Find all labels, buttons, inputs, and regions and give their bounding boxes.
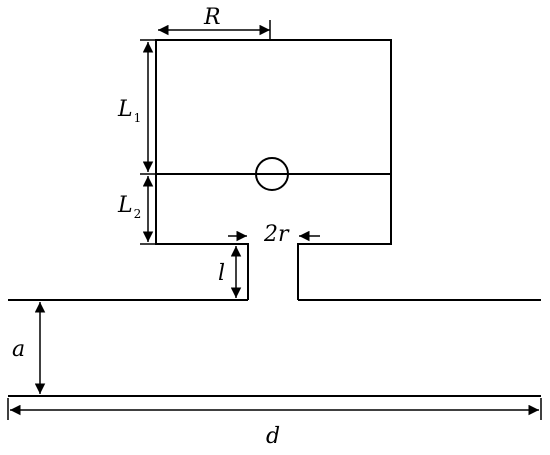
label-d: d (266, 424, 280, 449)
label-L2: L2 (117, 193, 141, 221)
label-a: a (12, 337, 25, 362)
label-L1: L1 (117, 97, 141, 125)
label-2r: 2r (263, 222, 290, 247)
cavity-outline (155, 39, 392, 300)
label-R: R (203, 5, 221, 30)
center-circle (255, 157, 289, 191)
label-l: l (218, 261, 225, 286)
